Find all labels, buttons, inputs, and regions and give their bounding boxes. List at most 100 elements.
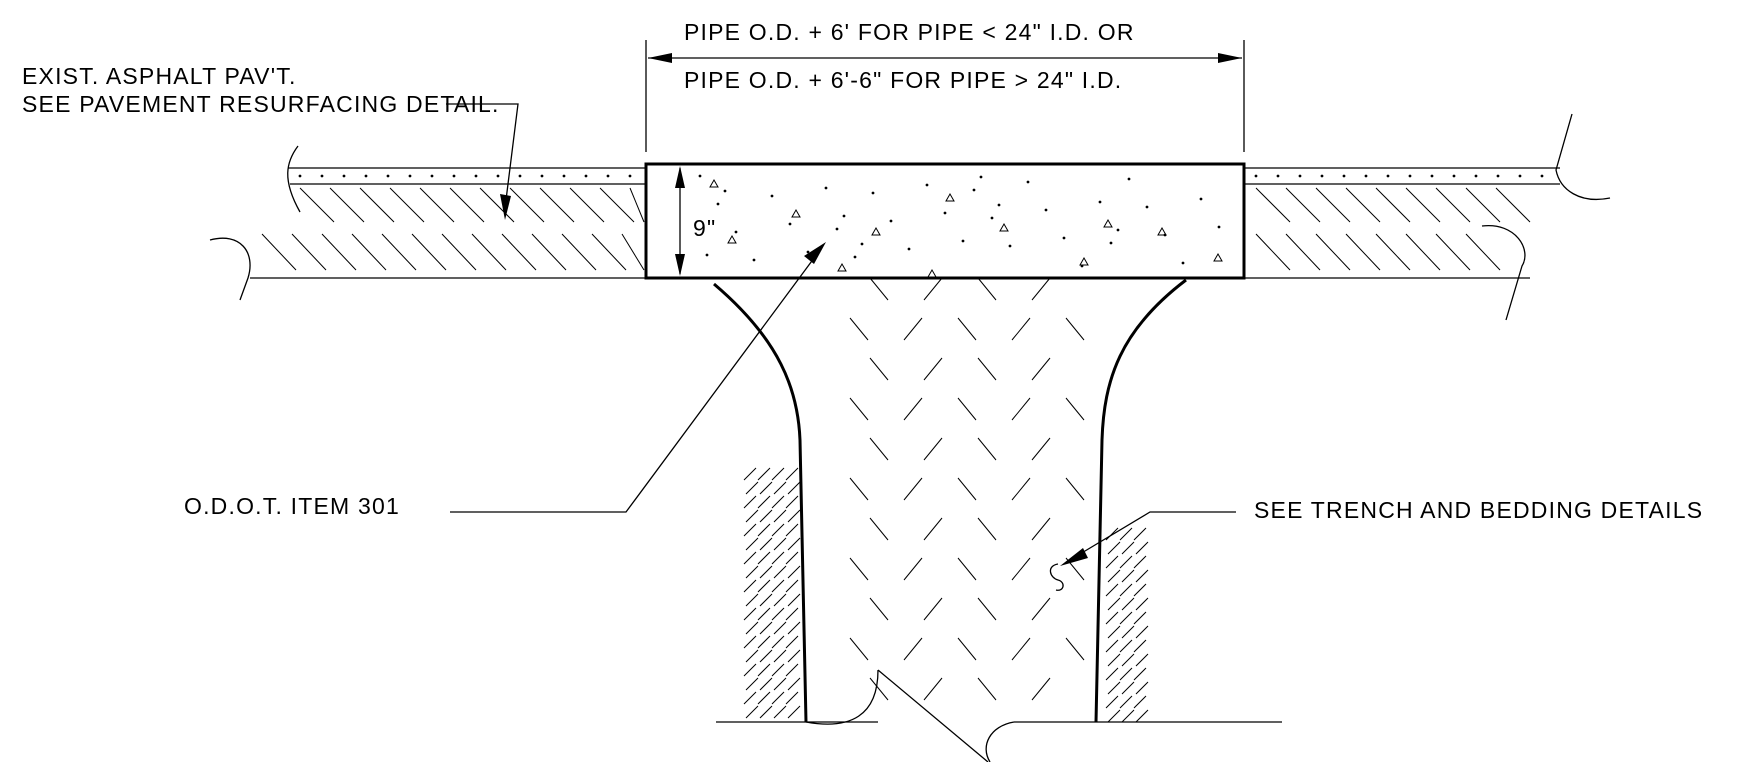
aggregate-dot <box>364 174 368 178</box>
hatch-line <box>757 663 771 677</box>
hatch-line <box>1405 187 1441 223</box>
hatch-line <box>977 357 997 381</box>
aggregate-stone <box>1079 256 1089 266</box>
aggregate-dot <box>1008 244 1012 248</box>
hatch-line <box>849 637 869 661</box>
hatch-line <box>923 517 943 541</box>
hatch-line <box>1105 555 1119 569</box>
hatch-line <box>773 649 787 663</box>
aggregate-dot <box>320 174 324 178</box>
aggregate-stone <box>837 262 847 272</box>
hatch-line <box>903 477 923 501</box>
aggregate-dot <box>979 175 983 179</box>
hatch-line <box>977 517 997 541</box>
hatch-line <box>321 233 357 271</box>
hatch-line <box>1119 583 1133 597</box>
aggregate-stone <box>1157 226 1167 236</box>
hatch-line <box>869 277 889 301</box>
aggregate-dot <box>824 186 828 190</box>
hatch-line <box>479 187 515 223</box>
hatch-line <box>389 187 425 223</box>
aggregate-dot <box>562 174 566 178</box>
hatch-line <box>869 357 889 381</box>
aggregate-dot <box>1518 174 1522 178</box>
hatch-line <box>1011 477 1031 501</box>
hatch-line <box>1133 527 1147 541</box>
hatch-line <box>757 607 771 621</box>
hatch-line <box>591 233 627 271</box>
hatch-line <box>1405 233 1441 271</box>
hatch-line <box>1119 667 1133 681</box>
aggregate-dot <box>1320 174 1324 178</box>
hatch-line <box>501 233 537 271</box>
hatch-line <box>757 691 771 705</box>
hatch-line <box>743 579 757 593</box>
hatch-line <box>1031 597 1051 621</box>
hatch-line <box>957 637 977 661</box>
dimension-label-bottom: PIPE O.D. + 6'-6" FOR PIPE > 24" I.D. <box>684 67 1122 93</box>
hatch-line <box>1031 277 1051 301</box>
hatch-line <box>757 467 771 481</box>
hatch-line <box>771 579 785 593</box>
hatch-line <box>923 437 943 461</box>
hatch-line <box>745 565 759 579</box>
hatch-line <box>771 663 785 677</box>
aggregate-stone <box>945 192 955 202</box>
hatch-line <box>773 621 787 635</box>
hatch-line <box>771 635 785 649</box>
hatch-line <box>1135 597 1149 611</box>
hatch-line <box>869 597 889 621</box>
hatch-line <box>773 537 787 551</box>
asphalt-label-line2: SEE PAVEMENT RESURFACING DETAIL. <box>22 91 500 117</box>
hatch-line <box>757 523 771 537</box>
hatch-line <box>743 691 757 705</box>
hatch-line <box>771 551 785 565</box>
hatch-line <box>1121 653 1135 667</box>
hatch-line <box>743 551 757 565</box>
hatch-line <box>1133 611 1147 625</box>
aggregate-dot <box>1145 205 1149 209</box>
hatch-line <box>745 677 759 691</box>
hatch-line <box>1065 477 1085 501</box>
hatch-line <box>787 481 801 495</box>
hatch-line <box>771 495 785 509</box>
hatch-line <box>849 397 869 421</box>
asphalt-label-line1: EXIST. ASPHALT PAV'T. <box>22 63 297 89</box>
hatch-line <box>1119 555 1133 569</box>
hatch-line <box>759 481 773 495</box>
hatch-line <box>759 565 773 579</box>
existing-pavement-right <box>1244 113 1611 321</box>
hatch-line <box>329 187 365 223</box>
aggregate-dot <box>1540 174 1544 178</box>
hatch-line <box>773 509 787 523</box>
aggregate-dot <box>705 253 709 257</box>
hatch-line <box>1119 611 1133 625</box>
aggregate-dot <box>1386 174 1390 178</box>
hatch-line <box>759 649 773 663</box>
hatch-line <box>419 187 455 223</box>
aggregate-dot <box>628 174 632 178</box>
hatch-line <box>869 517 889 541</box>
hatch-line <box>1133 695 1147 709</box>
aggregate-dot <box>1364 174 1368 178</box>
hatch-line <box>957 477 977 501</box>
aggregate-dot <box>1217 225 1221 229</box>
hatch-line <box>629 187 645 223</box>
aggregate-dot <box>1044 208 1048 212</box>
hatch-line <box>759 621 773 635</box>
aggregate-dot <box>972 188 976 192</box>
hatch-line <box>1135 681 1149 695</box>
hatch-line <box>1119 527 1133 541</box>
aggregate-stone <box>727 234 737 244</box>
hatch-line <box>1107 597 1121 611</box>
aggregate-dot <box>907 247 911 251</box>
hatch-line <box>903 557 923 581</box>
concrete-cap <box>644 162 1246 280</box>
hatch-line <box>1375 233 1411 271</box>
hatch-line <box>1255 233 1291 271</box>
aggregate-dot <box>298 174 302 178</box>
aggregate-dot <box>1474 174 1478 178</box>
hatch-line <box>773 705 787 719</box>
hatch-line <box>787 649 801 663</box>
aggregate-dot <box>606 174 610 178</box>
